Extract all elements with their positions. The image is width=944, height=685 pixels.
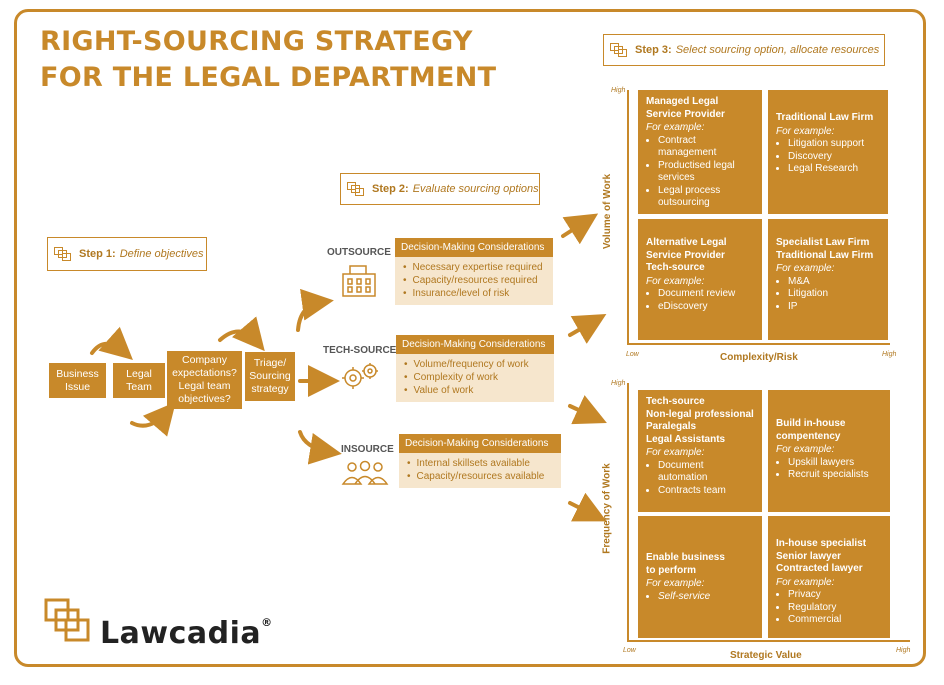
considerations-header: Decision-Making Considerations (395, 238, 553, 257)
list-item: Commercial (788, 614, 882, 627)
matrix1-x-label: Complexity/Risk (720, 352, 798, 363)
matrix1-x-low: Low (626, 351, 639, 358)
matrix2-x-high: High (896, 647, 911, 654)
techsource-considerations: Decision-Making Considerations Volume/fr… (396, 335, 554, 402)
list-item: Contract management (658, 135, 754, 160)
matrix2-quadrant-bottom-right: In-house specialist Senior lawyer Contra… (768, 516, 890, 638)
step3-label: Step 3:Select sourcing option, allocate … (603, 34, 885, 66)
matrix1-quadrant-top-left: Managed Legal Service Provider For examp… (638, 90, 762, 214)
building-icon (342, 265, 376, 297)
gears-icon (342, 363, 378, 389)
list-item: eDiscovery (658, 301, 754, 314)
list-item: Document review (658, 288, 754, 301)
list-item: Discovery (788, 151, 880, 164)
arrow-3 (218, 316, 265, 352)
list-item: Internal skillsets available (407, 457, 553, 470)
arrow-to-matrix2-b (568, 492, 607, 522)
step2-label: Step 2:Evaluate sourcing options (340, 173, 540, 205)
outsource-label: OUTSOURCE (327, 247, 391, 258)
matrix2-x-label: Strategic Value (730, 650, 802, 661)
arrow-1 (90, 326, 133, 360)
matrix1-quadrant-bottom-left: Alternative Legal Service Provider Tech-… (638, 219, 762, 340)
matrix1-quadrant-top-right: Traditional Law Firm For example: Litiga… (768, 90, 888, 214)
matrix2-x-axis (627, 640, 910, 642)
list-item: IP (788, 301, 880, 314)
arrow-insource (298, 430, 342, 465)
list-item: Productised legal services (658, 160, 754, 185)
list-item: Capacity/resources available (407, 470, 553, 483)
matrix1-y-axis (627, 90, 629, 345)
techsource-label: TECH-SOURCE (323, 345, 397, 356)
brand-name: Lawcadia® (100, 616, 273, 651)
list-item: Legal Research (788, 163, 880, 176)
stacked-squares-icon (54, 247, 72, 261)
outsource-considerations: Decision-Making Considerations Necessary… (395, 238, 553, 305)
lawcadia-logo-icon (44, 598, 90, 642)
list-item: Recruit specialists (788, 469, 882, 482)
title-line-2: FOR THE LEGAL DEPARTMENT (40, 62, 497, 93)
list-item: Legal process outsourcing (658, 185, 754, 210)
list-item: Insurance/level of risk (403, 287, 545, 300)
arrow-outsource (296, 288, 334, 332)
legal-team-box: Legal Team (113, 363, 165, 398)
list-item: Capacity/resources required (403, 274, 545, 287)
matrix1-quadrant-bottom-right: Specialist Law Firm Traditional Law Firm… (768, 219, 888, 340)
arrow-to-matrix1-a (561, 213, 599, 245)
company-expectations-box: Company expectations? Legal team objecti… (167, 351, 242, 409)
considerations-header: Decision-Making Considerations (396, 335, 554, 354)
triage-box: Triage/ Sourcing strategy (245, 352, 295, 401)
arrow-2 (130, 401, 176, 437)
arrow-to-matrix2-a (568, 395, 607, 425)
list-item: Value of work (404, 384, 546, 397)
insource-considerations: Decision-Making Considerations Internal … (399, 434, 561, 488)
matrix2-x-low: Low (623, 647, 636, 654)
arrow-to-matrix1-b (568, 314, 607, 344)
list-item: Regulatory (788, 602, 882, 615)
list-item: Self-service (658, 591, 754, 604)
list-item: Necessary expertise required (403, 261, 545, 274)
list-item: Document automation (658, 460, 754, 485)
list-item: Privacy (788, 589, 882, 602)
matrix1-x-axis (627, 343, 890, 345)
list-item: M&A (788, 276, 880, 289)
list-item: Volume/frequency of work (404, 358, 546, 371)
matrix1-x-high: High (882, 351, 897, 358)
matrix2-y-high: High (611, 380, 626, 387)
matrix1-y-label: Volume of Work (602, 173, 614, 250)
matrix2-quadrant-top-left: Tech-source Non-legal professional Paral… (638, 390, 762, 512)
business-issue-box: Business Issue (49, 363, 106, 398)
list-item: Litigation support (788, 138, 880, 151)
list-item: Complexity of work (404, 371, 546, 384)
title-line-1: RIGHT-SOURCING STRATEGY (40, 26, 473, 57)
matrix1-y-high: High (611, 87, 626, 94)
stacked-squares-icon (347, 182, 365, 196)
list-item: Litigation (788, 288, 880, 301)
outer-frame (14, 9, 926, 667)
considerations-header: Decision-Making Considerations (399, 434, 561, 453)
matrix2-quadrant-bottom-left: Enable business to perform For example: … (638, 516, 762, 638)
matrix2-quadrant-top-right: Build in-house compentency For example: … (768, 390, 890, 512)
people-icon (341, 460, 389, 485)
step1-label: Step 1:Define objectives (47, 237, 207, 271)
insource-label: INSOURCE (341, 444, 394, 455)
list-item: Upskill lawyers (788, 457, 882, 470)
page-title: RIGHT-SOURCING STRATEGY FOR THE LEGAL DE… (40, 24, 496, 96)
matrix2-y-label: Frequency of Work (601, 463, 613, 554)
stacked-squares-icon (610, 43, 628, 57)
list-item: Contracts team (658, 485, 754, 498)
matrix2-y-axis (627, 383, 629, 642)
